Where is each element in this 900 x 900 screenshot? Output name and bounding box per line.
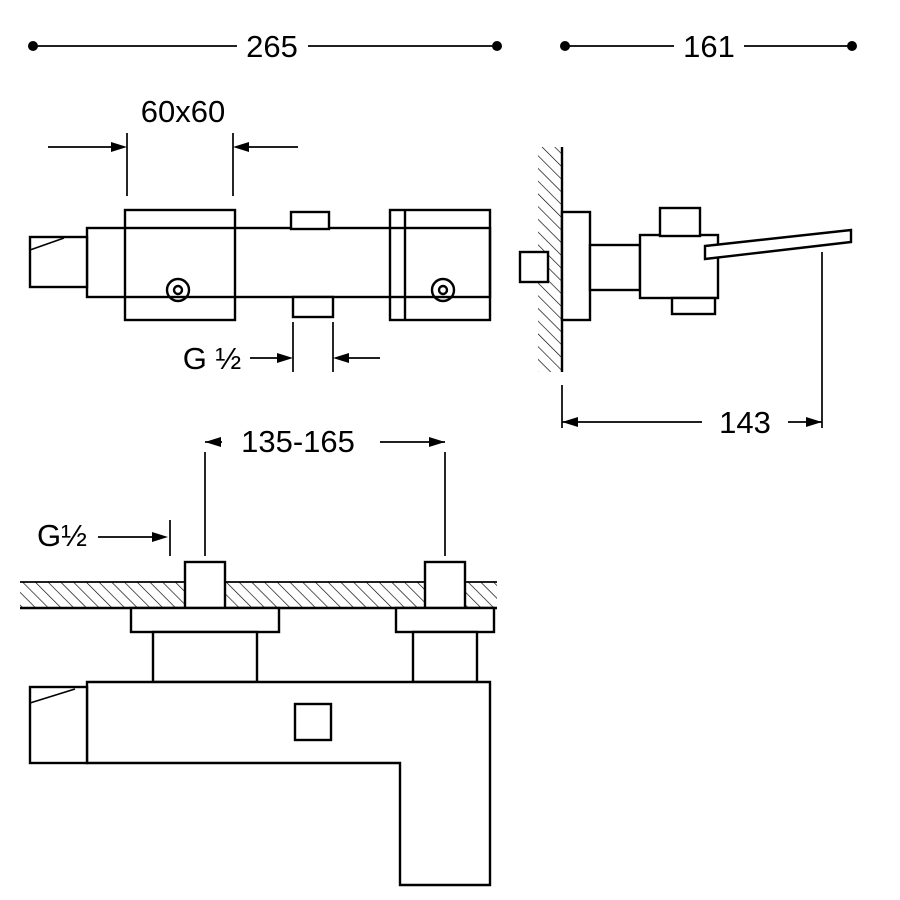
- screw-hole-left: [165, 277, 191, 303]
- wall-hatch-bottom: [20, 582, 497, 608]
- arrowhead-right-icon: [111, 142, 127, 152]
- dimension-plate-size: 60x60: [48, 94, 298, 196]
- arrowhead-left-icon: [333, 353, 349, 363]
- screw-hole-right-center: [437, 284, 449, 296]
- shower-outlet-side: [670, 296, 717, 316]
- mixer-body-bottom: [85, 680, 492, 887]
- escutcheon-side: [560, 210, 592, 322]
- spout-chamfer-line: [29, 688, 76, 704]
- dim-label-plate-size: 60x60: [141, 94, 225, 129]
- mixer-body-front: [85, 226, 492, 299]
- escutcheon-right-front: [388, 208, 492, 322]
- arrowhead-right-icon: [152, 532, 168, 542]
- bottom-view: [20, 560, 497, 887]
- arrowhead-right-icon: [429, 437, 445, 447]
- diverter-top-front: [289, 210, 331, 231]
- dimension-depth: 143: [561, 252, 823, 440]
- dim-label-overall-width: 265: [246, 29, 298, 64]
- arrowhead-left-icon: [205, 437, 221, 447]
- diverter-knob-side: [658, 206, 702, 238]
- escutcheon-left-front: [123, 208, 237, 322]
- side-view: [518, 147, 853, 372]
- union-left: [151, 630, 259, 684]
- screw-hole-left-center: [172, 284, 184, 296]
- wall-connection-side: [518, 250, 550, 284]
- dimension-thread-top: G ½: [183, 322, 380, 376]
- arrowhead-right-icon: [806, 417, 822, 427]
- escutcheon-left-bottom: [129, 606, 281, 634]
- supply-pipe-right: [423, 560, 467, 610]
- dimension-side-depth: 161: [560, 29, 857, 64]
- diverter-button: [293, 702, 333, 742]
- body-neck-side: [588, 243, 642, 292]
- spout-bottom: [28, 685, 89, 765]
- dimension-thread-bottom: G½: [37, 518, 171, 556]
- screw-hole-right: [430, 277, 456, 303]
- dim-label-depth: 143: [719, 405, 771, 440]
- dim-label-centers: 135-165: [241, 424, 355, 459]
- dimension-overall-width: 265: [28, 29, 502, 64]
- spout-chamfer-line: [29, 237, 65, 251]
- cartridge-housing-side: [638, 233, 720, 300]
- arrowhead-left-icon: [562, 417, 578, 427]
- front-view: [28, 208, 492, 322]
- dim-label-side-depth: 161: [683, 29, 735, 64]
- escutcheon-right-bottom: [394, 606, 496, 634]
- arrowhead-right-icon: [277, 353, 293, 363]
- shower-outlet-front: [291, 295, 335, 319]
- spout-front: [28, 235, 89, 289]
- dim-label-thread-top: G ½: [183, 341, 242, 376]
- dimension-connection-centers: 135-165: [204, 424, 446, 556]
- handle-lever-side: [703, 228, 853, 261]
- union-right: [411, 630, 479, 684]
- dim-label-thread-bottom: G½: [37, 518, 87, 553]
- supply-pipe-left: [183, 560, 227, 610]
- arrowhead-left-icon: [233, 142, 249, 152]
